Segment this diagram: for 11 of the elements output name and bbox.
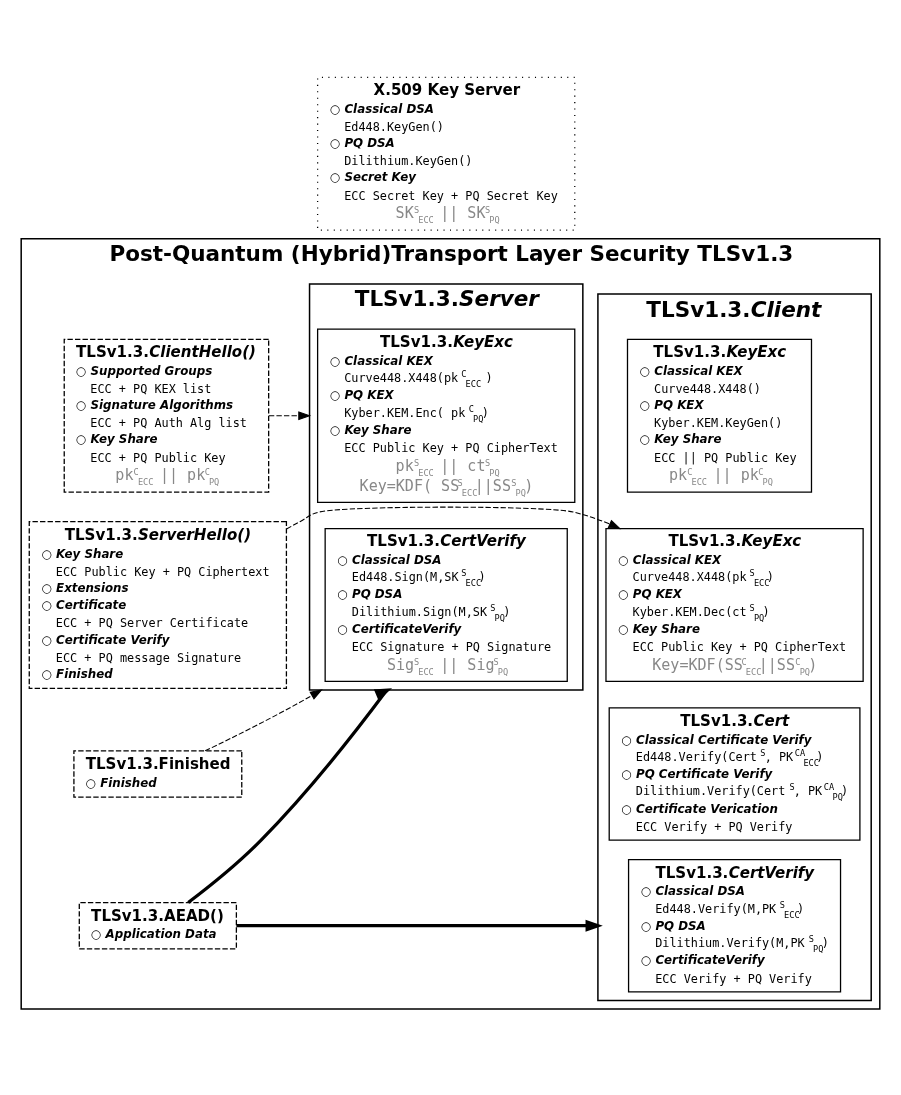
arrow [285, 506, 622, 530]
node-box: TLSv1.3.Finished ○ Finished [73, 750, 243, 798]
node-box: TLSv1.3.CertVerify ○ Classical DSA Ed448.Verify(M,PK$^{S}$$_{ECC}$) ○ PQ DSA Dilithium.Verify(M,PK$^{S}$$_{PQ}$) ○ CertificateVerify ECC Verify + PQ Verify [627, 858, 842, 993]
arrow [204, 689, 323, 752]
node-box: TLSv1.3.AEAD() ○ Application Data [78, 901, 238, 950]
node-box: TLSv1.3.KeyExc ○ Classical KEX Curve448.X448(pk$^{S}$$_{ECC}$) ○ PQ KEX Kyber.KEM.Dec(ct$^{S}$$_{PQ}$) ○ Key Share ECC Public Key + PQ CipherText Key=KDF(SS$^{C}$$_{ECC}$||SS$^{C}$$_{PQ}$) [605, 528, 864, 683]
arrow [187, 688, 393, 904]
arrow [268, 411, 312, 421]
arrow [236, 919, 603, 932]
node-box: TLSv1.3.Cert ○ Classical Certificate Verify Ed448.Verify(Cert$^{S}$, PK$^{CA}$$_{ECC}$) ○ PQ Certificate Verify Dilithium.Verify(Cert$^{S}$, PK$^{CA}$$_{PQ}$) ○ Certificate Verication ECC Verify + PQ Verify [608, 707, 861, 841]
node-box: TLSv1.3.ServerHello() ○ Key Share ECC Public Key + PQ Ciphertext ○ Extensions ○ Certificate ECC + PQ Server Certificate ○ Certificate Verify ECC + PQ message Signature ○ Finished [28, 521, 288, 690]
